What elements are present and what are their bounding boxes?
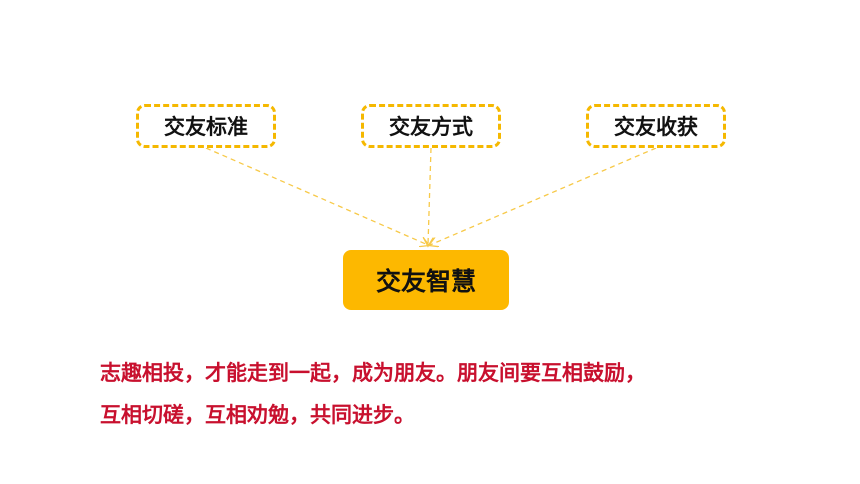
node-friendship-gain: 交友收获 — [586, 104, 726, 148]
summary-line: 互相切磋，互相劝勉，共同进步。 — [100, 403, 415, 427]
summary-line: 志趣相投，才能走到一起，成为朋友。朋友间要互相鼓励， — [100, 361, 646, 385]
node-friendship-wisdom: 交友智慧 — [343, 250, 509, 310]
node-label: 交友标准 — [164, 115, 248, 139]
node-label: 交友收获 — [614, 115, 698, 139]
connector-standard-to-center — [205, 147, 428, 245]
node-friendship-method: 交友方式 — [361, 104, 501, 148]
connector-gain-to-center — [430, 147, 657, 245]
node-label: 交友方式 — [389, 115, 473, 139]
center-node-label: 交友智慧 — [375, 267, 476, 296]
summary-text: 志趣相投，才能走到一起，成为朋友。朋友间要互相鼓励， 互相切磋，互相劝勉，共同进… — [100, 352, 780, 436]
node-friendship-standard: 交友标准 — [136, 104, 276, 148]
connector-method-to-center — [428, 147, 431, 245]
